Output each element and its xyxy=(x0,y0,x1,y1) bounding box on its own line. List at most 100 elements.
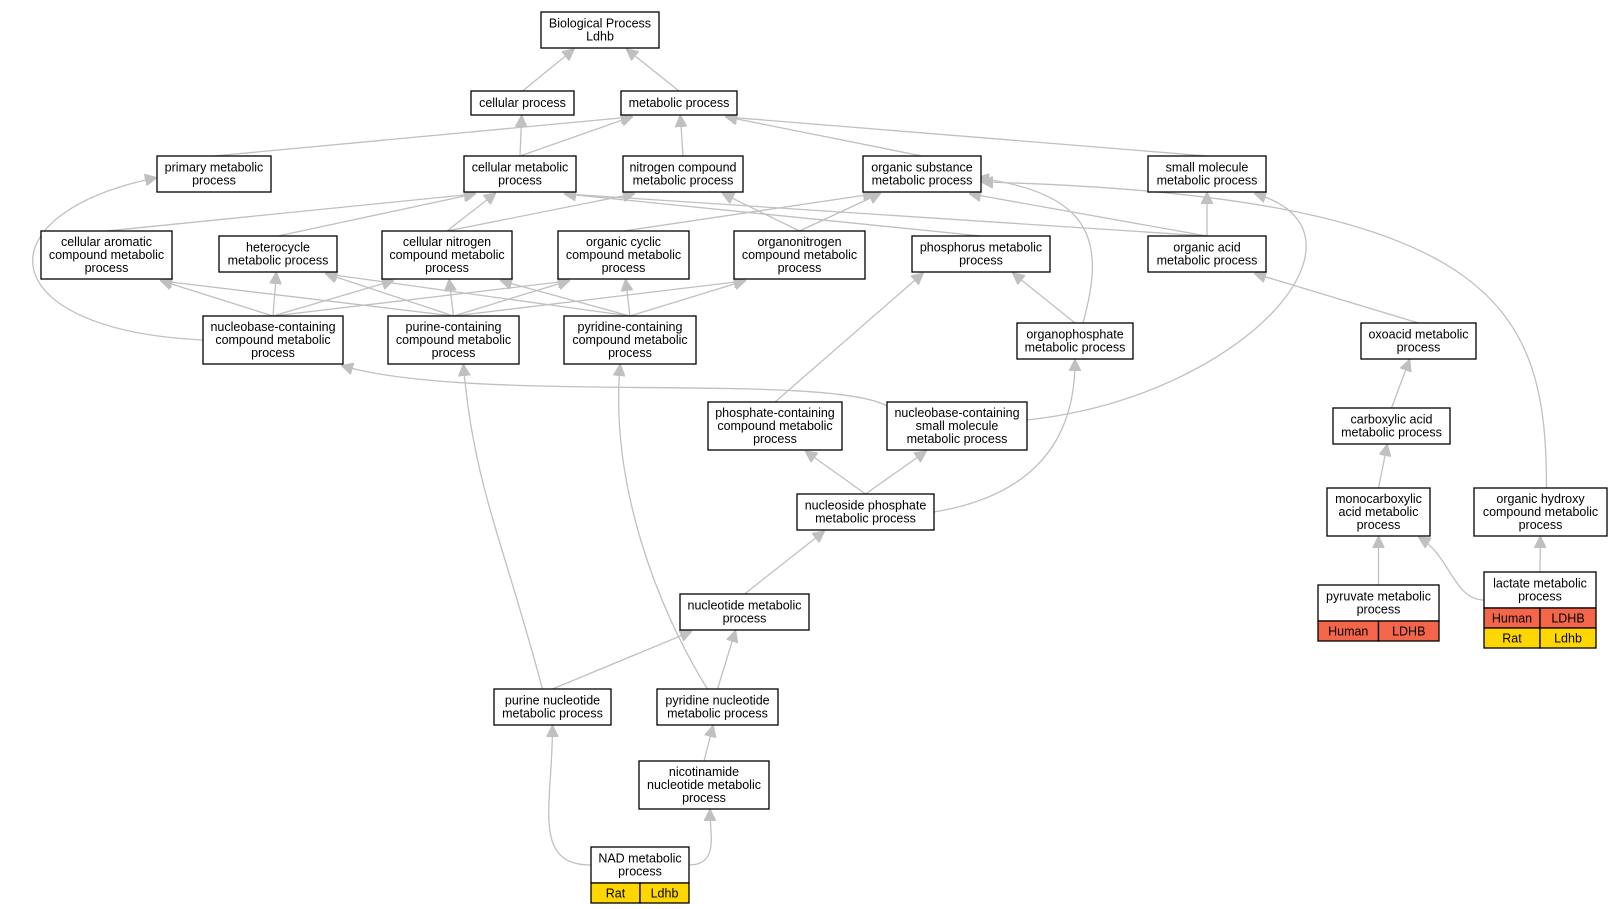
edge-cellmet-to-metabolic xyxy=(519,117,631,157)
edge-pyridinecont-to-cellnitro xyxy=(502,281,631,317)
annotation-species-label: Rat xyxy=(606,887,626,901)
edge-pyridinecont-to-organonitro xyxy=(629,281,744,317)
node-label-line: purine nucleotide xyxy=(505,694,600,708)
node-box xyxy=(540,11,660,49)
edge-pyridinenuc-to-pyridinecont xyxy=(619,366,709,690)
edge-metabolic-to-root xyxy=(628,50,680,92)
edge-nad-to-purinenuc xyxy=(549,727,592,866)
node-label-line: process xyxy=(425,261,469,275)
node-label-line: nucleobase-containing xyxy=(894,406,1019,420)
edge-nucphos-to-phoscont xyxy=(807,452,866,495)
node-label-line: organic hydroxy xyxy=(1496,492,1585,506)
node-box xyxy=(622,155,744,193)
node-label-line: pyridine-containing xyxy=(578,320,683,334)
edge-smallmol-to-metabolic xyxy=(727,117,1208,157)
node-label-line: organic substance xyxy=(871,161,973,175)
node-label-line: cellular metabolic xyxy=(472,161,569,175)
edge-nucbasecomp-to-orgcyclic xyxy=(272,281,568,317)
node-label-line: lactate metabolic xyxy=(1493,577,1587,591)
node-label-line: metabolic process xyxy=(633,174,734,188)
go-term-node-cellular[interactable]: cellular process xyxy=(470,90,575,116)
node-label-line: process xyxy=(602,261,646,275)
annotation-species-label: Rat xyxy=(1502,632,1522,646)
node-label-line: compound metabolic xyxy=(717,419,832,433)
edge-purinecont-to-hetero xyxy=(327,274,454,317)
edge-purinenuc-to-nucleotide xyxy=(552,632,691,690)
node-label-line: process xyxy=(1397,341,1441,355)
node-box xyxy=(218,235,338,273)
node-label-line: compound metabolic xyxy=(396,333,511,347)
edge-cellnitro-to-nitrogen xyxy=(446,194,633,232)
node-box xyxy=(1360,322,1477,360)
edge-organicacid-to-organicsub xyxy=(971,194,1208,237)
node-label-line: small molecule xyxy=(916,419,999,433)
edge-organicacid-to-cellmet xyxy=(566,194,1208,237)
edge-carboxylic-to-oxoacid xyxy=(1390,361,1410,409)
edge-organonitro-to-nitrogen xyxy=(724,194,800,232)
annotation-gene-label: LDHB xyxy=(1392,625,1425,639)
edge-organophos-to-organicsub xyxy=(979,178,1093,324)
edge-cellnitro-to-cellmet xyxy=(446,194,494,232)
edge-pyridinecont-to-hetero xyxy=(327,274,631,317)
edge-phosphorus-to-cellmet xyxy=(566,194,982,237)
node-label-line: compound metabolic xyxy=(1483,505,1598,519)
edge-phoscont-to-phosphorus xyxy=(774,274,922,403)
node-label-line: metabolic process xyxy=(1025,341,1126,355)
node-label-line: process xyxy=(432,346,476,360)
node-label-line: process xyxy=(608,346,652,360)
node-label-line: cellular process xyxy=(479,96,566,110)
node-box xyxy=(463,155,577,193)
annotation-cell-gene xyxy=(1377,620,1440,642)
node-label-line: organic cyclic xyxy=(586,235,661,249)
edges-layer xyxy=(32,50,1548,866)
node-label-line: nucleobase-containing xyxy=(210,320,335,334)
node-label-line: nucleoside phosphate xyxy=(805,499,927,513)
edge-monocarb-to-carboxylic xyxy=(1377,446,1387,489)
node-label-line: primary metabolic xyxy=(165,161,264,175)
edge-cellarom-to-cellmet xyxy=(106,194,475,232)
edge-purinecont-to-organonitro xyxy=(453,281,745,317)
node-label-line: metabolic process xyxy=(872,174,973,188)
edge-nitrogen-to-metabolic xyxy=(680,117,683,157)
edge-primary-to-metabolic xyxy=(213,117,631,157)
node-box xyxy=(1317,584,1440,622)
go-term-node-metabolic[interactable]: metabolic process xyxy=(620,90,738,116)
node-label-line: process xyxy=(1357,603,1401,617)
node-label-line: acid metabolic xyxy=(1339,505,1419,519)
node-box xyxy=(656,688,779,726)
edge-nad-to-nicotinamide xyxy=(688,811,711,866)
edge-nucphos-to-organophos xyxy=(933,361,1075,513)
